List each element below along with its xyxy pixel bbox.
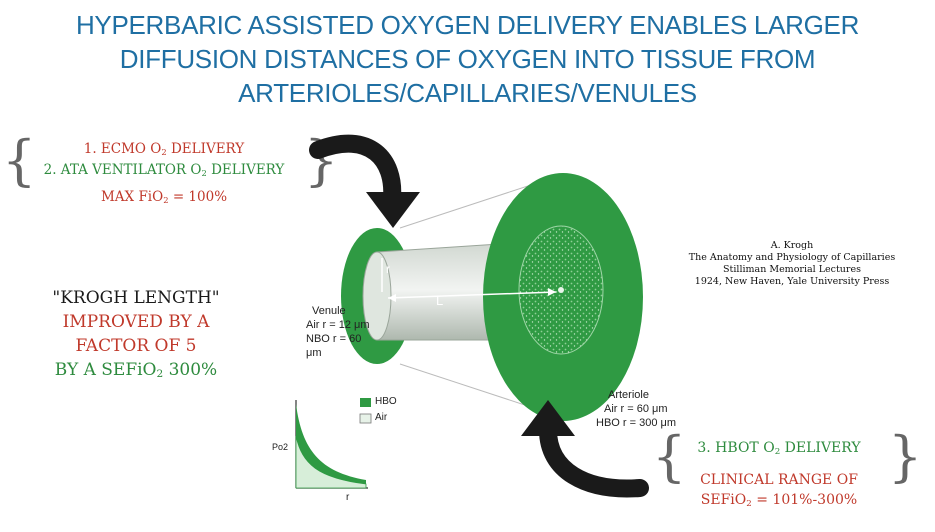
ecmo-delivery-item: 1. ECMO O2 DELIVERY <box>83 141 245 157</box>
radius-label: r <box>386 262 390 276</box>
krogh-line-2: IMPROVED BY A <box>62 312 210 332</box>
hbo-legend-swatch <box>360 398 371 407</box>
arteriole-label: Arteriole Air r = 60 μm HBO r = 300 μm <box>596 388 686 430</box>
venule-label: Venule Air r = 12 μm NBO r = 60 μm <box>300 304 370 360</box>
reference-publisher: 1924, New Haven, Yale University Press <box>694 276 890 287</box>
legend-air-label: Air <box>375 412 388 423</box>
reference-author: A. Krogh <box>770 240 814 251</box>
bottom-curved-arrow <box>539 421 649 498</box>
ventilator-delivery-item: 2. ATA VENTILATOR O2 DELIVERY <box>43 162 285 178</box>
legend-hbo-label: HBO <box>375 396 397 407</box>
left-brace: { <box>2 129 37 192</box>
top-curved-arrow <box>309 134 402 207</box>
title-line-3: ARTERIOLES/CAPILLARIES/VENULES <box>238 78 697 108</box>
right-brace-bottom: } <box>888 425 923 488</box>
hbot-delivery-box: 3. HBOT O2 DELIVERY CLINICAL RANGE OF SE… <box>666 438 892 514</box>
po2-axis-label: Po2 <box>272 442 289 452</box>
title-line-2: DIFFUSION DISTANCES OF OXYGEN INTO TISSU… <box>119 44 816 74</box>
title-line-1: HYPERBARIC ASSISTED OXYGEN DELIVERY ENAB… <box>75 10 860 40</box>
krogh-line-4: BY A SEFiO2 300% <box>54 360 218 380</box>
po2-mini-plot <box>295 398 372 489</box>
left-brace-bottom: { <box>652 425 687 488</box>
arteriole-air-radius: Air r = 60 μm <box>604 403 668 415</box>
max-fio2-label: MAX FiO2 = 100% <box>100 189 228 205</box>
air-curve-area <box>295 435 367 489</box>
hbot-delivery-item: 3. HBOT O2 DELIVERY <box>697 440 861 457</box>
page-title: HYPERBARIC ASSISTED OXYGEN DELIVERY ENAB… <box>0 8 935 110</box>
venule-air-radius: Air r = 12 μm <box>306 319 370 331</box>
delivery-methods-box: 1. ECMO O2 DELIVERY 2. ATA VENTILATOR O2… <box>14 140 314 209</box>
krogh-line-3: FACTOR OF 5 <box>75 336 197 356</box>
venule-nbo-radius: NBO r = 60 μm <box>306 333 362 359</box>
reference-book: The Anatomy and Physiology of Capillarie… <box>688 252 896 263</box>
krogh-line-1: "KROGH LENGTH" <box>52 288 220 308</box>
venule-title: Venule <box>312 305 346 317</box>
clinical-range-line-1: CLINICAL RANGE OF <box>700 472 858 488</box>
krogh-reference: A. Krogh The Anatomy and Physiology of C… <box>652 240 932 288</box>
clinical-range-line-2: SEFiO2 = 101%-300% <box>700 492 858 509</box>
r-axis-label: r <box>346 492 350 503</box>
length-label: L <box>436 293 444 308</box>
reference-series: Stilliman Memorial Lectures <box>723 264 861 275</box>
krogh-length-note: "KROGH LENGTH" IMPROVED BY A FACTOR OF 5… <box>6 286 266 386</box>
arteriole-hbo-radius: HBO r = 300 μm <box>596 417 677 429</box>
air-legend-swatch <box>359 413 372 424</box>
arteriole-title: Arteriole <box>608 389 649 401</box>
